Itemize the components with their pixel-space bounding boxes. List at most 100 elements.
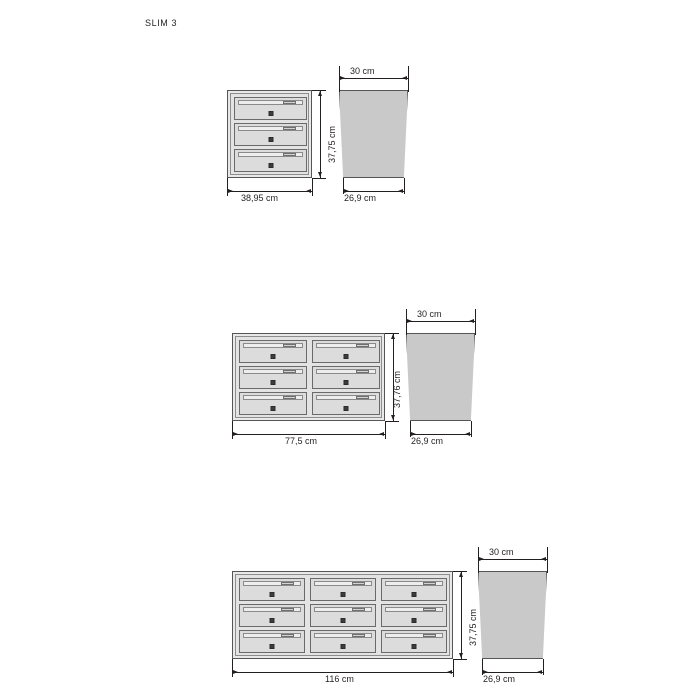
mailbox-lock-icon	[270, 354, 276, 359]
dimension-line-depth-top	[478, 559, 547, 560]
dimension-line-width	[232, 434, 385, 435]
arrow-icon	[233, 432, 238, 436]
extension-line	[453, 659, 467, 660]
extension-line	[232, 421, 233, 439]
assembly-slim3-1x3: 38,95 cm 37,75 cm 30 cm 26,9 cm	[0, 0, 700, 230]
arrow-icon	[541, 557, 546, 561]
mailbox-slot-lip	[243, 369, 303, 374]
mailbox-slot-lip	[385, 581, 443, 586]
mailbox-nameplate	[423, 582, 436, 585]
mailbox-unit	[239, 630, 305, 653]
extension-line	[312, 178, 326, 179]
extension-line	[312, 90, 326, 91]
mailbox-unit	[312, 392, 380, 415]
arrow-icon	[340, 76, 345, 80]
mailbox-lock-icon	[411, 618, 417, 623]
mailbox-slot-lip	[314, 581, 372, 586]
arrow-icon	[459, 572, 463, 577]
mailbox-unit	[310, 604, 376, 627]
mailbox-lock-icon	[340, 592, 346, 597]
arrow-icon	[318, 91, 322, 96]
cabinet-front-2x3	[232, 333, 385, 421]
dimension-label-width: 116 cm	[325, 674, 354, 684]
mailbox-slot-lip	[314, 607, 372, 612]
extension-line	[410, 421, 411, 437]
mailbox-nameplate	[281, 634, 294, 637]
dimension-label-depth-bottom: 26,9 cm	[483, 674, 516, 684]
mailbox-slot-lip	[243, 633, 301, 638]
mailbox-slot-lip	[238, 152, 303, 157]
mailbox-lock-icon	[343, 354, 349, 359]
arrow-icon	[479, 557, 484, 561]
dimension-label-height: 37,75 cm	[468, 608, 478, 646]
mailbox-lock-icon	[343, 406, 349, 411]
assembly-slim3-2x3: 77,5 cm 37,76 cm 30 cm 26,9 cm	[232, 309, 476, 446]
arrow-icon	[407, 319, 412, 323]
mailbox-lock-icon	[268, 137, 273, 142]
arrow-icon	[344, 189, 349, 193]
mailbox-nameplate	[423, 608, 436, 611]
arrow-icon	[469, 319, 474, 323]
mailbox-nameplate	[283, 396, 296, 399]
dimension-line-width	[227, 191, 312, 192]
extension-line	[475, 309, 476, 335]
arrow-icon	[228, 189, 233, 193]
dimension-label-width: 38,95 cm	[241, 193, 279, 203]
mailbox-lock-icon	[340, 618, 346, 623]
mailbox-nameplate	[352, 634, 365, 637]
extension-line	[478, 547, 479, 573]
arrow-icon	[447, 670, 452, 674]
mailbox-nameplate	[352, 582, 365, 585]
arrow-icon	[391, 334, 395, 339]
mailbox-unit	[381, 630, 447, 653]
page-title: SLIM 3	[145, 18, 178, 28]
mailbox-nameplate	[356, 396, 369, 399]
mailbox-nameplate	[281, 582, 294, 585]
mailbox-slot-lip	[243, 581, 301, 586]
arrow-icon	[411, 432, 416, 436]
extension-line	[543, 659, 544, 675]
extension-line	[408, 66, 409, 92]
mailbox-slot-lip	[385, 607, 443, 612]
dimension-line-depth-bottom	[482, 672, 543, 673]
mailbox-lock-icon	[411, 592, 417, 597]
extension-line	[453, 659, 454, 677]
mailbox-nameplate	[283, 344, 296, 347]
dimension-line-depth-top	[339, 78, 408, 79]
extension-line	[482, 659, 483, 675]
mailbox-nameplate	[423, 634, 436, 637]
mailbox-nameplate	[281, 608, 294, 611]
mailbox-lock-icon	[268, 111, 273, 116]
mailbox-unit	[381, 604, 447, 627]
mailbox-nameplate	[352, 608, 365, 611]
mailbox-lock-icon	[340, 644, 346, 649]
mailbox-slot-lip	[238, 100, 303, 105]
mailbox-slot-lip	[243, 395, 303, 400]
extension-line	[232, 659, 233, 677]
mailbox-unit	[239, 392, 307, 415]
mailbox-slot-lip	[243, 607, 301, 612]
mailbox-lock-icon	[270, 406, 276, 411]
mailbox-slot-lip	[314, 633, 372, 638]
mailbox-slot-lip	[243, 343, 303, 348]
dimension-label-depth-bottom: 26,9 cm	[411, 436, 444, 446]
mailbox-lock-icon	[269, 592, 275, 597]
mailbox-unit	[312, 366, 380, 389]
extension-line	[385, 333, 399, 334]
mailbox-lock-icon	[269, 644, 275, 649]
arrow-icon	[537, 670, 542, 674]
mailbox-unit	[381, 578, 447, 601]
extension-line	[471, 421, 472, 437]
extension-line	[406, 309, 407, 335]
mailbox-unit	[234, 97, 307, 120]
dimension-label-depth-top: 30 cm	[489, 547, 514, 557]
dimension-label-width: 77,5 cm	[285, 436, 318, 446]
mailbox-unit	[310, 630, 376, 653]
mailbox-slot-lip	[316, 343, 376, 348]
mailbox-nameplate	[356, 344, 369, 347]
arrow-icon	[465, 432, 470, 436]
extension-line	[227, 178, 228, 196]
mailbox-lock-icon	[269, 618, 275, 623]
mailbox-nameplate	[283, 153, 296, 156]
